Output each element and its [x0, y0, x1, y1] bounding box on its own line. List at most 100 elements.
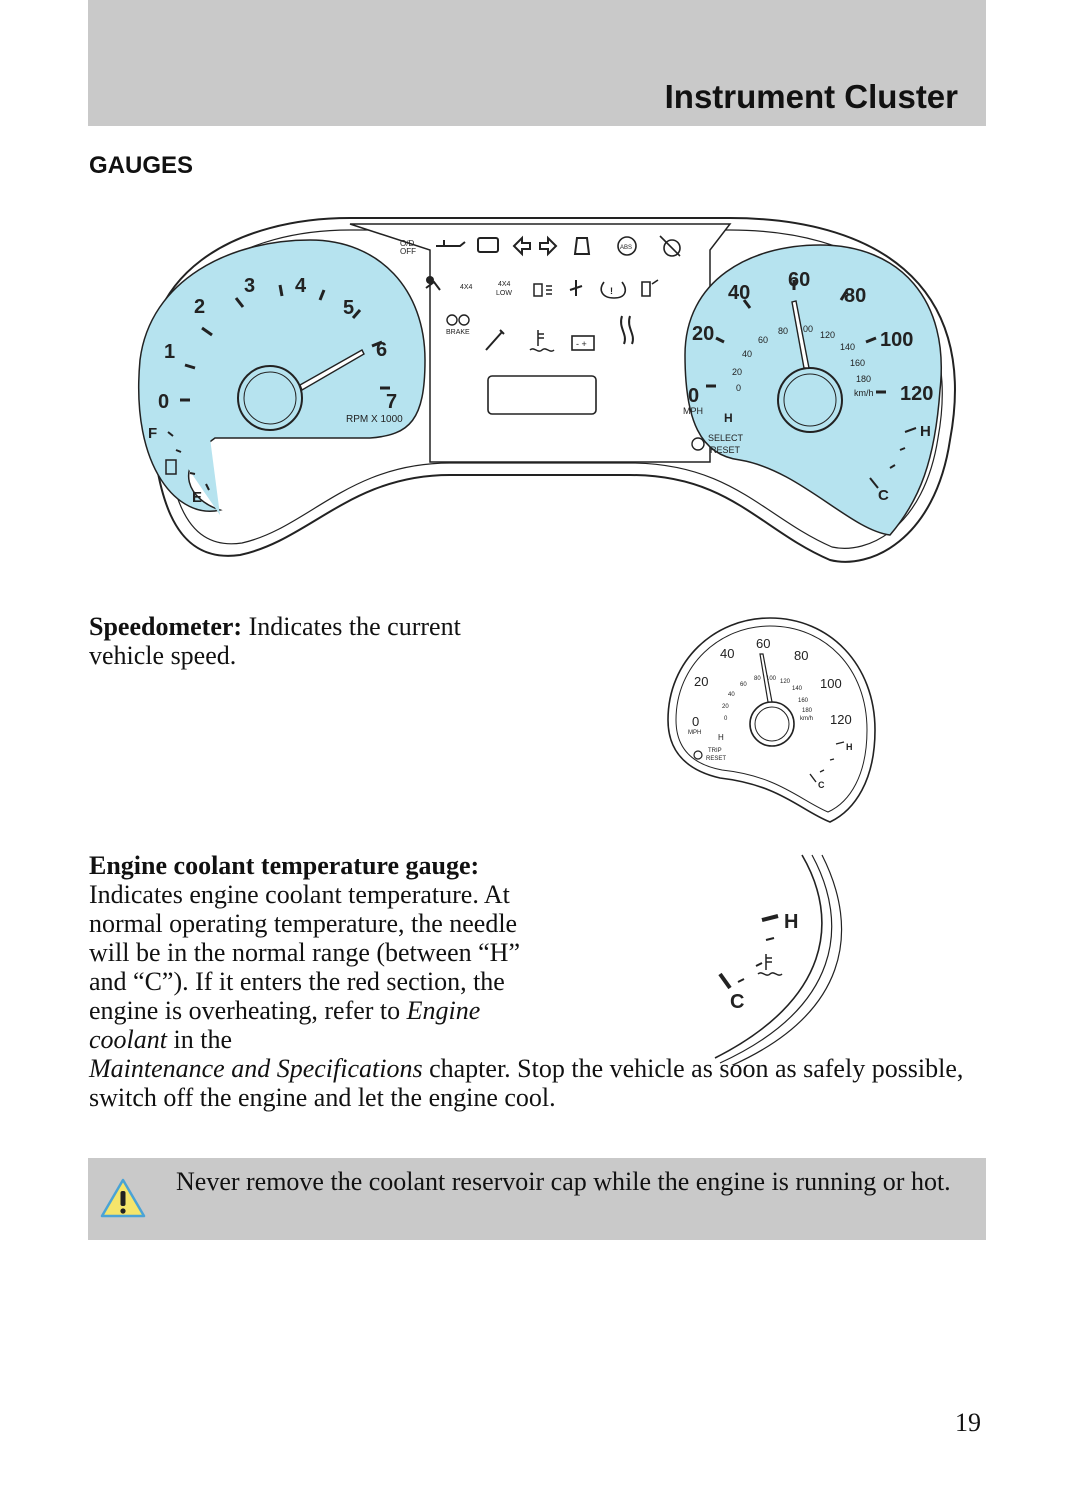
message-display [487, 375, 597, 415]
tach-hub [237, 365, 303, 431]
mph-number: 20 [694, 674, 708, 689]
coolant-term: Engine coolant temperature gauge: [89, 851, 480, 880]
airbag-icon [426, 276, 434, 284]
fuel-full-label: F [148, 425, 157, 442]
speedometer-hub [749, 701, 795, 747]
temp-hot-label: H [846, 742, 853, 752]
temp-cold-label: C [818, 780, 825, 790]
indicator-4x4: 4X4 [460, 284, 473, 291]
speedo-hot-label: H [718, 733, 724, 742]
mph-number: 120 [830, 712, 852, 727]
mph-number: 40 [720, 646, 734, 661]
warning-box: Never remove the coolant reservoir cap w… [88, 1158, 986, 1240]
kmh-unit-label: km/h [854, 388, 874, 398]
check-engine-icon [477, 237, 499, 253]
coolant-text-1: Indicates engine coolant temperature. At… [89, 880, 520, 1025]
kmh-number: 180 [802, 708, 813, 714]
turn-left-icon [512, 235, 531, 257]
kmh-number: 20 [722, 704, 729, 710]
mph-number: 100 [880, 329, 913, 351]
temp-cold-label: C [730, 991, 744, 1013]
coolant-ref-1: Engine coolant [89, 996, 481, 1054]
kmh-number: 80 [778, 326, 788, 336]
coolant-ref-2: Maintenance and Specifications [89, 1054, 423, 1083]
kmh-number: 100 [798, 324, 813, 334]
speedometer-term: Speedometer: [89, 612, 243, 641]
coolant-temp-icon [757, 954, 783, 976]
headlamp-icon [533, 283, 552, 297]
seatbelt-icon [569, 280, 583, 296]
indicator-panel [349, 223, 732, 463]
mph-number: 80 [844, 285, 866, 307]
warning-text: Never remove the coolant reservoir cap w… [176, 1167, 951, 1196]
wrench-icon [485, 329, 505, 351]
trip-reset-button[interactable] [693, 750, 703, 760]
turn-right-icon [539, 235, 558, 257]
coolant-gauge-figure: H C [690, 850, 860, 1069]
speed-control-icon [663, 239, 681, 257]
svg-text:ABS: ABS [620, 245, 632, 251]
tach-number: 7 [386, 391, 397, 413]
fuel-door-icon [641, 279, 659, 297]
kmh-unit-label: km/h [800, 716, 813, 722]
trip-reset-label: RESET [706, 756, 726, 762]
kmh-number: 0 [736, 383, 741, 393]
mph-number: 0 [688, 385, 699, 407]
speedometer-needle [759, 653, 773, 703]
oil-pressure-icon [436, 240, 466, 247]
kmh-number: 40 [728, 692, 735, 698]
page-number: 19 [955, 1408, 981, 1437]
temp-hot-label: H [920, 423, 931, 440]
kmh-number: 20 [732, 367, 742, 377]
indicator-brake: BRAKE [446, 329, 470, 336]
mph-number: 20 [692, 323, 714, 345]
kmh-number: 120 [780, 679, 791, 685]
tach-number: 6 [376, 339, 387, 361]
mph-number: 0 [692, 714, 699, 729]
temp-hot-label: H [784, 911, 798, 933]
temp-cold-label: C [878, 487, 889, 504]
kmh-number: 80 [754, 676, 761, 682]
door-ajar-icon [573, 237, 591, 255]
speedo-hot-label: H [724, 411, 733, 425]
mph-unit-label: MPH [688, 730, 701, 736]
indicator-4x4-low: LOW [496, 290, 512, 297]
tach-number: 1 [164, 341, 175, 363]
abs-icon [617, 236, 637, 256]
mph-number: 40 [728, 282, 750, 304]
kmh-number: 40 [742, 349, 752, 359]
tach-number: 3 [244, 275, 255, 297]
kmh-number: 60 [740, 682, 747, 688]
indicator-od-off: OFF [400, 247, 416, 256]
kmh-number: 180 [856, 374, 871, 384]
header-band: Instrument Cluster [88, 0, 986, 126]
tire-pressure-icon [600, 281, 627, 299]
tach-unit-label: RPM X 1000 [346, 414, 403, 425]
warning-icon [100, 1178, 146, 1218]
kmh-number: 100 [766, 676, 777, 682]
coolant-text-3: chapter. Stop the vehicle as soon as saf… [89, 1054, 964, 1112]
kmh-number: 120 [820, 330, 835, 340]
traction-control-icon [620, 315, 634, 345]
tach-number: 4 [295, 275, 307, 297]
speedometer-description: Speedometer: Indicates the current vehic… [89, 612, 469, 670]
kmh-number: 0 [724, 716, 728, 722]
fuel-pump-icon [165, 459, 177, 475]
select-reset-button[interactable] [691, 437, 705, 451]
coolant-temp-icon [529, 330, 555, 352]
page-title: Instrument Cluster [664, 78, 958, 115]
brake-icon [446, 314, 458, 326]
tach-needle [299, 349, 365, 392]
indicator-od-off: O/D [400, 239, 414, 248]
kmh-number: 160 [798, 698, 809, 704]
coolant-description: Engine coolant temperature gauge: Indica… [89, 851, 969, 1112]
mph-unit-label: MPH [683, 406, 703, 416]
instrument-cluster-figure: 0 1 2 3 4 5 6 7 RPM X 1000 F E O/D OFF [110, 210, 986, 590]
kmh-number: 160 [850, 358, 865, 368]
speedometer-needle [791, 300, 810, 369]
coolant-text-2: in the [167, 1025, 233, 1054]
mph-number: 60 [788, 269, 810, 291]
select-reset-label: RESET [710, 445, 741, 455]
fuel-empty-label: E [192, 489, 202, 506]
mph-number: 100 [820, 676, 842, 691]
